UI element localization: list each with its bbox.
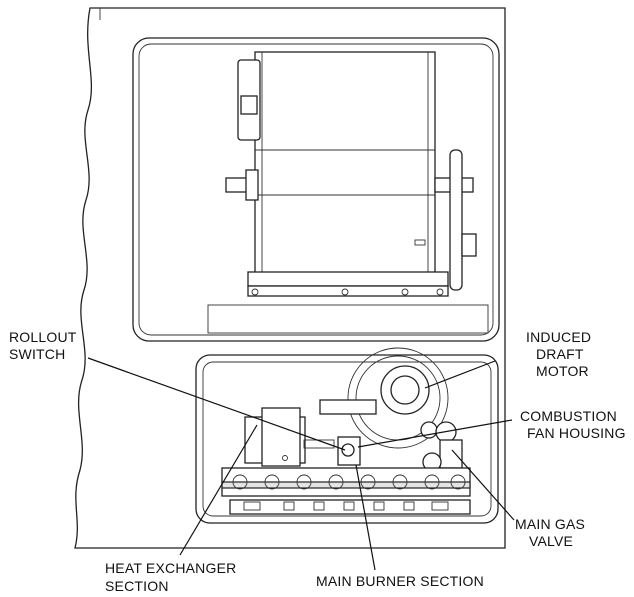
induced-draft-motor-label-line2: DRAFT — [536, 346, 584, 362]
inducer-assembly — [319, 347, 457, 449]
heat-exchanger-section-label-line2: SECTION — [105, 578, 169, 594]
rollout-switch — [337, 436, 361, 466]
main-gas-valve-label-line1: MAIN GAS — [515, 516, 585, 532]
main-gas-valve-label-line2: VALVE — [529, 533, 573, 549]
main-burner-section-label: MAIN BURNER SECTION — [316, 573, 484, 589]
heat-exchanger-section-label-line1: HEAT EXCHANGER — [105, 560, 236, 576]
combustion-fan-housing-label-line1: COMBUSTION — [520, 408, 617, 424]
heat-exchanger-section-label: HEAT EXCHANGER SECTION — [105, 560, 241, 594]
induced-draft-motor-label: INDUCED DRAFT MOTOR — [526, 329, 595, 379]
burner-manifold — [221, 467, 471, 515]
leader-lines — [87, 357, 515, 571]
induced-draft-motor-label-line1: INDUCED — [526, 329, 591, 345]
induced-draft-motor-label-line3: MOTOR — [536, 363, 589, 379]
rollout-switch-label-line2: SWITCH — [9, 346, 65, 362]
combustion-fan-housing-label-line2: FAN HOUSING — [527, 425, 626, 441]
main-gas-valve-label: MAIN GAS VALVE — [515, 516, 589, 549]
rollout-switch-label: ROLLOUT SWITCH — [9, 329, 80, 362]
blower-assembly — [207, 51, 489, 334]
combustion-fan-housing-label: COMBUSTION FAN HOUSING — [520, 408, 626, 441]
rollout-switch-label-line1: ROLLOUT — [9, 329, 77, 345]
